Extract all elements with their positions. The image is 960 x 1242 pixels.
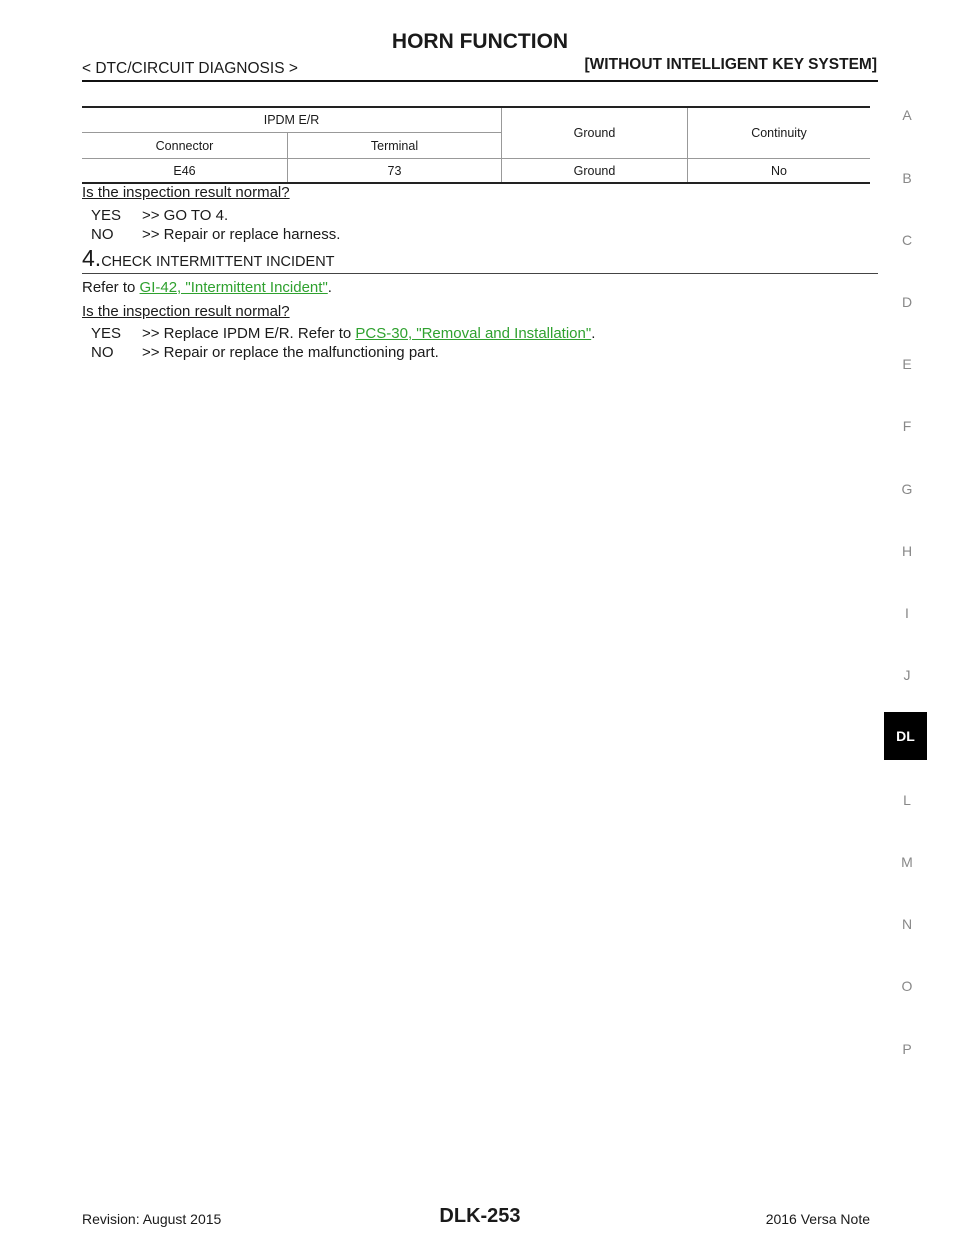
inspection-question: Is the inspection result normal? bbox=[82, 303, 290, 320]
answer-text: >> Repair or replace the malfunctioning … bbox=[142, 344, 439, 361]
cell-connector: E46 bbox=[82, 158, 288, 184]
side-tab-g[interactable]: G bbox=[901, 481, 913, 497]
table-row: E46 73 Ground No bbox=[82, 158, 870, 184]
side-tab-o[interactable]: O bbox=[901, 978, 913, 994]
side-tab-l[interactable]: L bbox=[903, 792, 911, 808]
side-tab-p[interactable]: P bbox=[902, 1041, 912, 1057]
side-tab-c[interactable]: C bbox=[901, 232, 913, 248]
step-divider bbox=[82, 273, 878, 274]
breadcrumb: < DTC/CIRCUIT DIAGNOSIS > bbox=[82, 60, 298, 77]
refer-line: Refer to GI-42, "Intermittent Incident". bbox=[82, 279, 332, 296]
table-header-terminal: Terminal bbox=[287, 132, 502, 159]
refer-suffix: . bbox=[327, 279, 332, 296]
side-tab-m[interactable]: M bbox=[901, 854, 913, 870]
table-group-header: IPDM E/R bbox=[82, 106, 502, 133]
side-tab-n[interactable]: N bbox=[901, 916, 913, 932]
answer-text: >> Repair or replace harness. bbox=[142, 226, 341, 243]
answer-suffix: . bbox=[591, 325, 596, 342]
side-tab-d[interactable]: D bbox=[901, 294, 913, 310]
cell-terminal: 73 bbox=[287, 158, 502, 184]
table-header-continuity: Continuity bbox=[687, 106, 870, 159]
header-divider bbox=[82, 80, 878, 82]
side-tab-dl-active[interactable]: DL bbox=[884, 712, 927, 760]
page-number: DLK-253 bbox=[439, 1205, 521, 1227]
answer-key: NO bbox=[91, 226, 114, 243]
answer-key: YES bbox=[91, 207, 122, 224]
side-tab-a[interactable]: A bbox=[902, 107, 912, 123]
answer-no: NO >> Repair or replace the malfunctionin… bbox=[91, 344, 439, 361]
inspection-question: Is the inspection result normal? bbox=[82, 184, 290, 201]
table-header-connector: Connector bbox=[82, 132, 288, 159]
pcs-30-link[interactable]: PCS-30, "Removal and Installation" bbox=[355, 325, 592, 342]
inspection-table: IPDM E/R Ground Continuity Connector Ter… bbox=[82, 106, 870, 184]
step-number: 4. bbox=[82, 245, 102, 271]
side-tab-i[interactable]: I bbox=[905, 605, 909, 621]
answer-yes: YES >> Replace IPDM E/R. Refer to PCS-30,… bbox=[91, 325, 595, 342]
refer-prefix: Refer to bbox=[82, 279, 140, 296]
gi-42-link[interactable]: GI-42, "Intermittent Incident" bbox=[139, 279, 328, 296]
answer-no: NO >> Repair or replace harness. bbox=[91, 226, 340, 243]
model-name: 2016 Versa Note bbox=[765, 1211, 870, 1227]
step-heading: 4.CHECK INTERMITTENT INCIDENT bbox=[82, 245, 335, 272]
side-tab-e[interactable]: E bbox=[902, 356, 912, 372]
answer-text: >> Replace IPDM E/R. Refer to bbox=[142, 325, 356, 342]
table-header-ground: Ground bbox=[501, 106, 688, 159]
revision-date: Revision: August 2015 bbox=[82, 1211, 222, 1227]
side-tab-h[interactable]: H bbox=[901, 543, 913, 559]
step-title: CHECK INTERMITTENT INCIDENT bbox=[101, 254, 335, 270]
answer-text: >> GO TO 4. bbox=[142, 207, 229, 224]
side-tab-f[interactable]: F bbox=[902, 418, 912, 434]
cell-continuity: No bbox=[687, 158, 870, 184]
page-title: HORN FUNCTION bbox=[391, 30, 569, 53]
side-tab-j[interactable]: J bbox=[903, 667, 911, 683]
answer-key: NO bbox=[91, 344, 114, 361]
answer-yes: YES >> GO TO 4. bbox=[91, 207, 228, 224]
side-tab-b[interactable]: B bbox=[902, 170, 912, 186]
system-label: [WITHOUT INTELLIGENT KEY SYSTEM] bbox=[584, 56, 878, 73]
answer-key: YES bbox=[91, 325, 122, 342]
cell-ground: Ground bbox=[501, 158, 688, 184]
